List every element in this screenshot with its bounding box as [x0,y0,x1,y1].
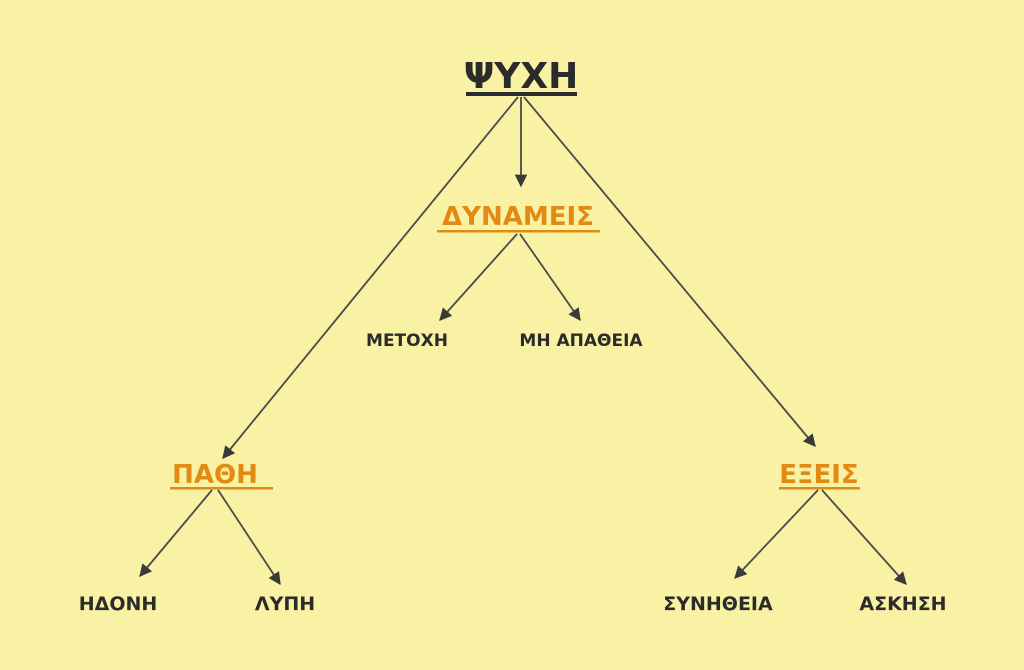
arrow-pathi-lypi [217,489,281,586]
branch-dynameis-label: ΔΥΝΑΜΕΙΣ [442,202,594,232]
root-node-label: ΨΥΧΗ [464,56,579,97]
arrow-psyche-exeis [523,96,816,447]
leaf-metochi: ΜΕΤΟΧΗ [366,331,448,351]
branch-pathi-underline [170,487,273,490]
leaf-askisi: ΑΣΚΗΣΗ [859,593,946,615]
leaf-idoni: ΗΔΟΝΗ [79,593,158,615]
root-underline [466,92,577,96]
leaf-mi-apatheia: ΜΗ ΑΠΑΘΕΙΑ [519,331,643,351]
branch-pathi-label: ΠΑΘΗ [172,460,258,490]
arrow-psyche-pathi [222,96,519,459]
branch-exeis-label: ΕΞΕΙΣ [779,460,858,490]
branch-exeis-underline [779,487,860,490]
arrow-dynameis-metochi [439,233,518,321]
arrow-exeis-synitheia [734,489,819,579]
branch-dynameis-underline [437,230,600,233]
arrow-pathi-idoni [139,489,213,577]
arrow-dynameis-mi-apatheia [519,233,581,322]
leaf-synitheia: ΣΥΝΗΘΕΙΑ [663,593,773,615]
leaf-lypi: ΛΥΠΗ [255,593,315,615]
arrow-exeis-askisi [821,489,907,585]
